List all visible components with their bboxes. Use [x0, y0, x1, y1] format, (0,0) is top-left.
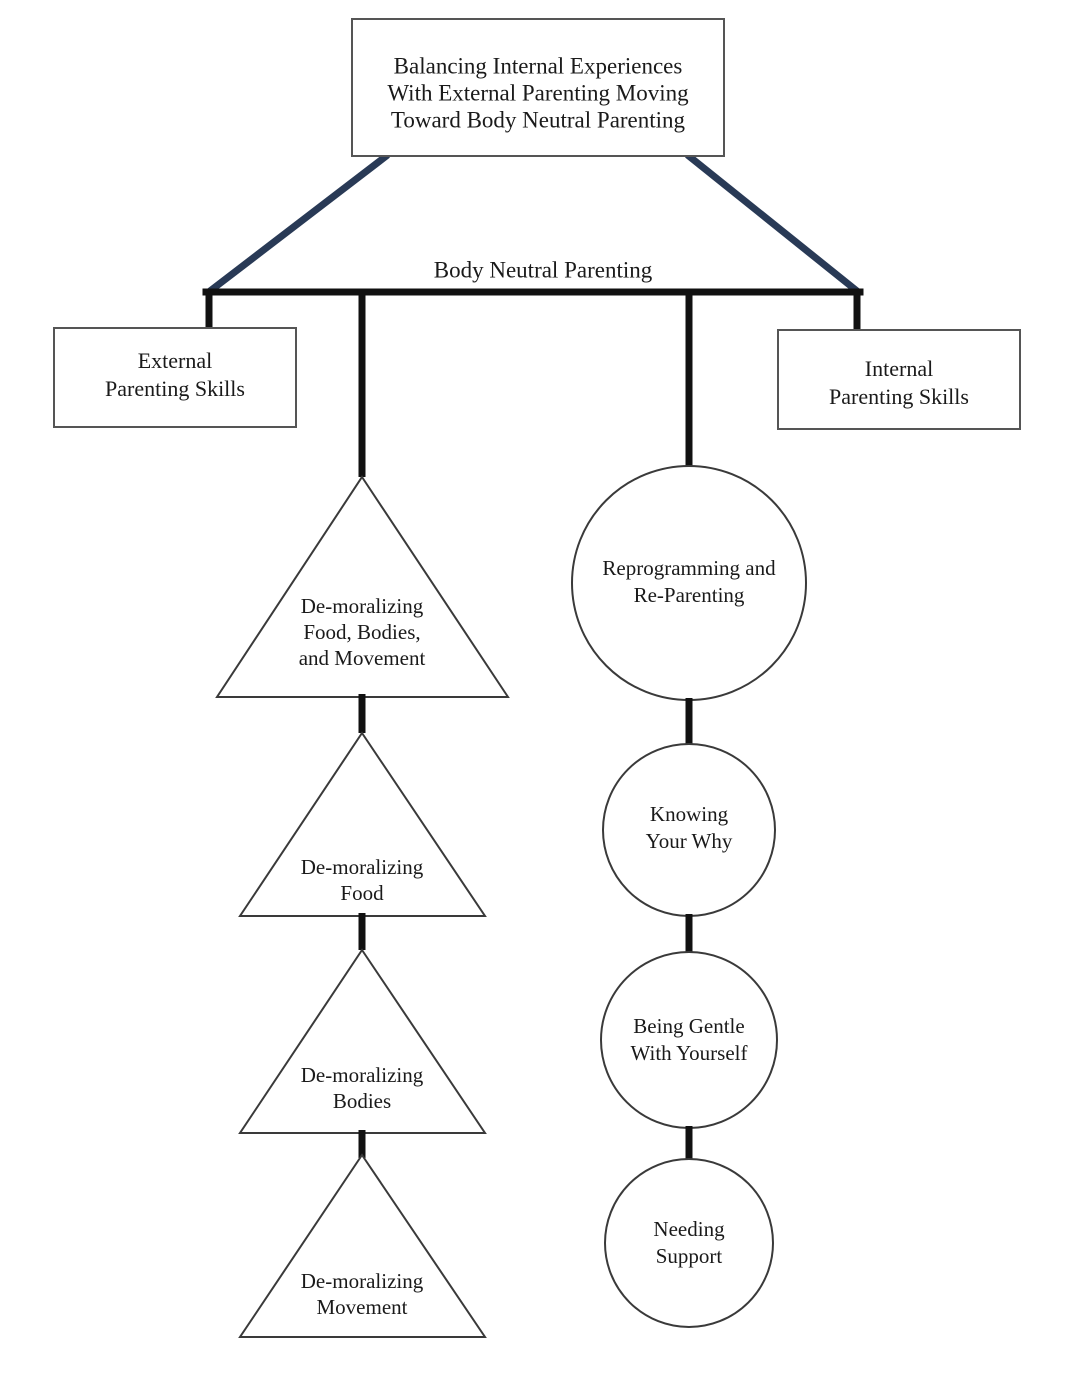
circle-2-line-1: Knowing: [650, 802, 729, 826]
triangle-2-line-1: De-moralizing: [301, 855, 424, 879]
diagonal-connector-right: [685, 152, 862, 296]
title-box: [351, 18, 725, 157]
external-parenting-skills-line-1: External: [138, 348, 213, 373]
title-box-line-1: Balancing Internal Experiences: [394, 53, 683, 78]
triangle-2-line-2: Food: [340, 881, 384, 905]
triangle-1-line-1: De-moralizing: [301, 594, 424, 618]
triangle-3-line-2: Bodies: [333, 1089, 391, 1113]
external-parenting-skills-box: [53, 327, 297, 428]
triangle-1-line-2: Food, Bodies,: [303, 620, 420, 644]
circle-4-line-1: Needing: [653, 1217, 725, 1241]
triangle-3-line-1: De-moralizing: [301, 1063, 424, 1087]
internal-parenting-skills-box: [777, 329, 1021, 430]
circle-1-line-2: Re-Parenting: [634, 583, 745, 607]
internal-parenting-skills-line-2: Parenting Skills: [829, 384, 969, 409]
triangle-4-line-2: Movement: [317, 1295, 408, 1319]
triangle-demoralizing-movement: [238, 1153, 487, 1338]
triangle-4-line-1: De-moralizing: [301, 1269, 424, 1293]
title-box-line-3: Toward Body Neutral Parenting: [391, 107, 686, 132]
title-box-line-2: With External Parenting Moving: [387, 80, 689, 105]
circle-3-line-2: With Yourself: [631, 1041, 748, 1065]
circle-2-line-2: Your Why: [646, 829, 733, 853]
circle-4-line-2: Support: [656, 1244, 723, 1268]
diagonal-connector-left: [205, 152, 390, 296]
internal-parenting-skills-line-1: Internal: [865, 356, 933, 381]
circle-needing-support: [604, 1158, 774, 1328]
spine-label: Body Neutral Parenting: [434, 257, 653, 282]
triangle-1-line-3: and Movement: [299, 646, 426, 670]
circle-1-line-1: Reprogramming and: [602, 556, 776, 580]
circle-3-line-1: Being Gentle: [633, 1014, 744, 1038]
external-parenting-skills-line-2: Parenting Skills: [105, 376, 245, 401]
